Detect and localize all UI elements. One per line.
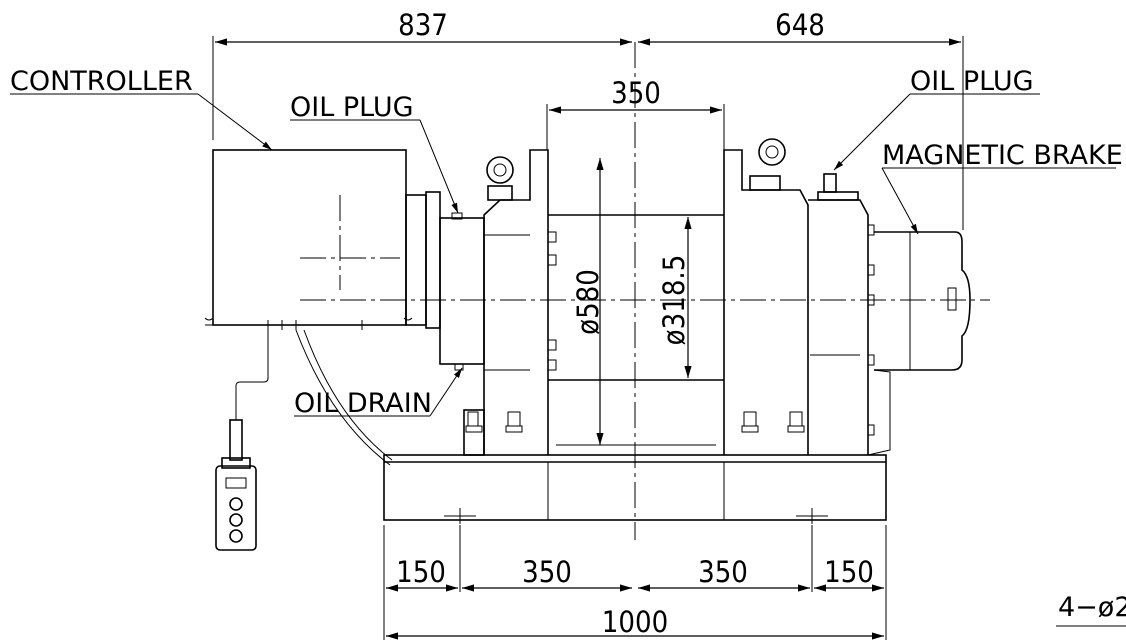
pendant-switch xyxy=(215,329,393,551)
dim-1000: 1000 xyxy=(602,605,668,639)
label-hole-note: 4−ø2 xyxy=(1058,592,1126,623)
top-dimensions: 837 648 350 xyxy=(212,8,964,230)
dim-837: 837 xyxy=(398,8,448,42)
drum: ø580 ø318.5 xyxy=(548,158,724,446)
label-magnetic-brake: MAGNETIC BRAKE xyxy=(882,140,1123,171)
label-oil-drain: OIL DRAIN xyxy=(294,388,432,419)
label-oil-plug-right: OIL PLUG xyxy=(910,66,1034,97)
label-oil-plug-left: OIL PLUG xyxy=(290,92,414,123)
center-lines xyxy=(300,42,990,540)
label-controller: CONTROLLER xyxy=(10,66,193,97)
dim-350-right: 350 xyxy=(698,555,748,589)
bottom-dimensions: 150 350 350 150 1000 xyxy=(383,525,887,640)
dim-dia-580: ø580 xyxy=(571,269,605,335)
dim-150-left: 150 xyxy=(396,555,446,589)
dim-350-drum: 350 xyxy=(611,76,661,110)
callouts: CONTROLLER OIL PLUG OIL DRAIN OIL PLUG M… xyxy=(10,66,1126,627)
controller xyxy=(204,149,485,371)
base-frame xyxy=(383,454,887,524)
drum-left-support xyxy=(463,149,557,456)
magnetic-brake xyxy=(867,231,971,456)
drum-right-support xyxy=(723,138,875,455)
dim-350-left: 350 xyxy=(522,555,572,589)
dim-648: 648 xyxy=(775,8,825,42)
dim-150-right: 150 xyxy=(824,555,874,589)
dim-dia-318: ø318.5 xyxy=(657,255,691,346)
